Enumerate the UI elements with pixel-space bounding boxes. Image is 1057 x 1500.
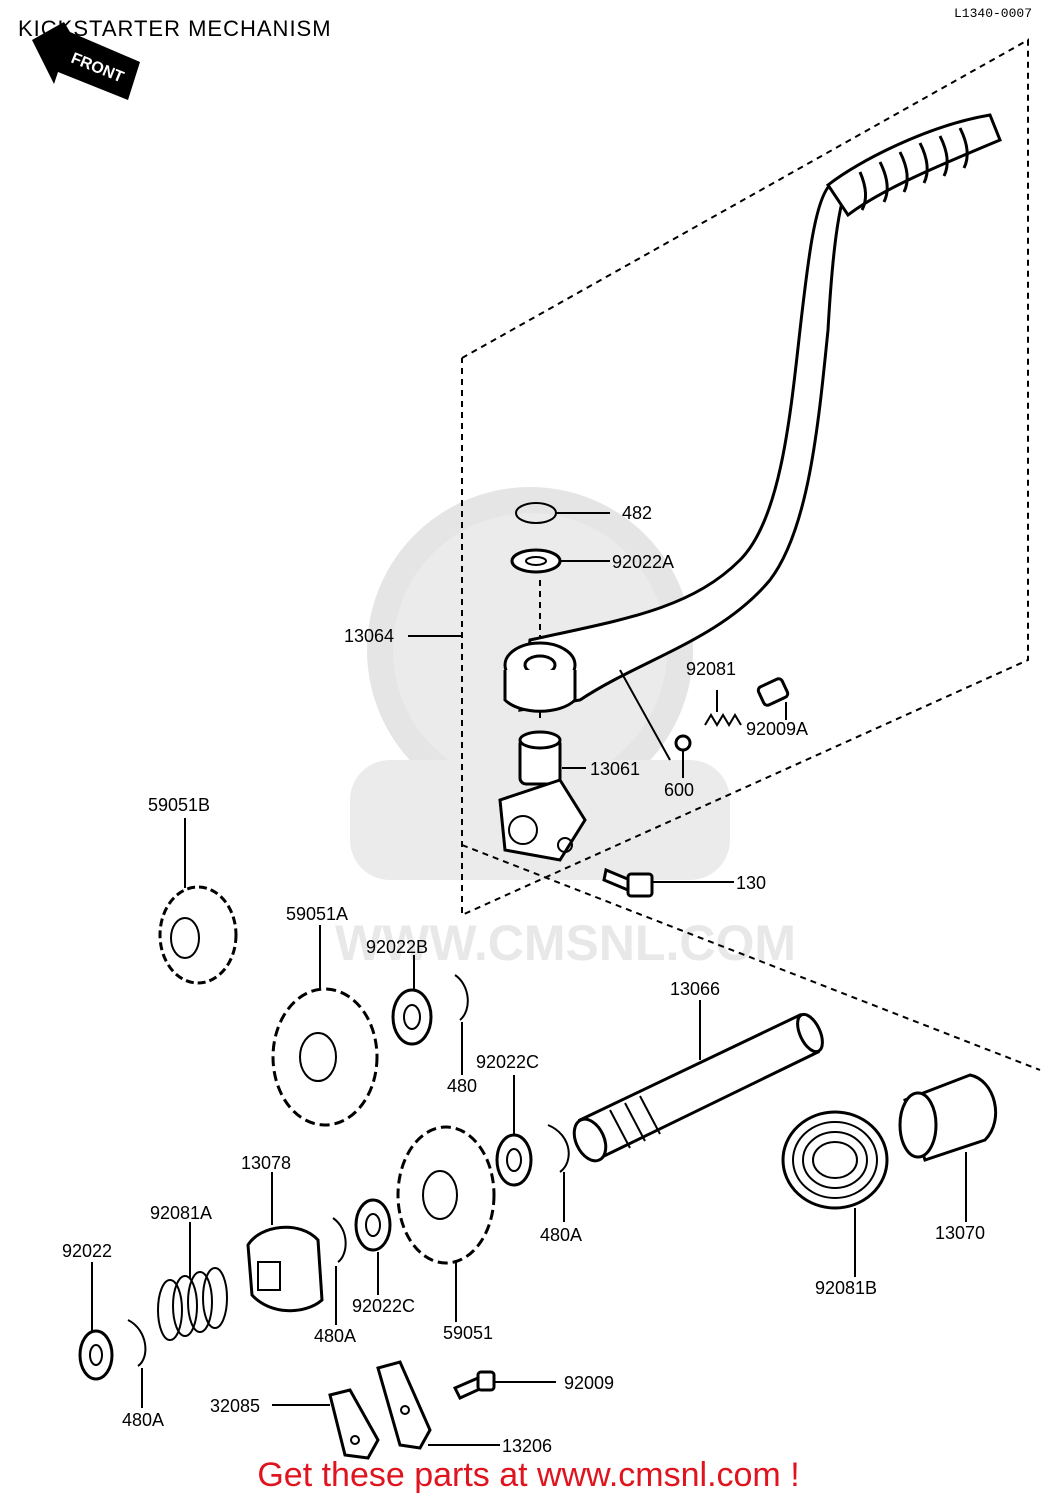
label-13066: 13066	[670, 979, 720, 999]
label-92022: 92022	[62, 1241, 112, 1261]
part-labels: 482 92022A 13064 92081 92009A 13061 600 …	[62, 503, 985, 1456]
label-92022C-upper: 92022C	[476, 1052, 539, 1072]
part-92022C-washer-upper	[495, 1133, 533, 1187]
label-59051B: 59051B	[148, 795, 210, 815]
part-13066-shaft	[572, 1012, 824, 1163]
part-92009A-plug	[756, 677, 790, 707]
part-13206-plate	[376, 1360, 432, 1450]
part-480-circlip	[454, 974, 469, 1021]
part-92009-bolt	[452, 1370, 496, 1400]
label-13206: 13206	[502, 1436, 552, 1456]
label-92081: 92081	[686, 659, 736, 679]
part-92022-washer	[78, 1329, 114, 1381]
assembly-guide-shaft	[461, 844, 1041, 1071]
part-92081A-spring	[157, 1267, 228, 1341]
label-13064: 13064	[344, 626, 394, 646]
label-32085: 32085	[210, 1396, 260, 1416]
label-92081B: 92081B	[815, 1278, 877, 1298]
part-600-ball	[674, 734, 692, 752]
part-92081-spring	[704, 713, 742, 727]
assembly-plane-upper	[461, 38, 1029, 917]
label-130: 130	[736, 873, 766, 893]
part-92022B-washer	[391, 988, 433, 1046]
leader-lines	[91, 512, 967, 1446]
label-480A-lower: 480A	[122, 1410, 164, 1430]
label-13070: 13070	[935, 1223, 985, 1243]
label-480A-upper: 480A	[540, 1225, 582, 1245]
label-92022C-lower: 92022C	[352, 1296, 415, 1316]
part-59051A-gear	[271, 987, 379, 1127]
label-13078: 13078	[241, 1153, 291, 1173]
part-13070-sleeve	[898, 1073, 998, 1162]
diagram-ref-code: L1340-0007	[954, 6, 1033, 21]
part-59051B-gear	[158, 885, 238, 985]
part-480A-circlip-middle	[332, 1217, 347, 1263]
label-92081A: 92081A	[150, 1203, 212, 1223]
label-482: 482	[622, 503, 652, 523]
footer-link-text[interactable]: Get these parts at www.cmsnl.com !	[257, 1456, 800, 1494]
front-arrow-icon: FRONT	[32, 22, 140, 100]
label-600: 600	[664, 780, 694, 800]
kick-lever	[503, 113, 1002, 713]
label-480: 480	[447, 1076, 477, 1096]
guide-line-ball	[619, 669, 671, 761]
label-13061: 13061	[590, 759, 640, 779]
part-92081B-spring	[781, 1110, 889, 1210]
label-480A-middle: 480A	[314, 1326, 356, 1346]
part-130-bolt	[602, 867, 654, 898]
part-92022A-washer	[510, 548, 562, 574]
part-92022C-washer-lower	[354, 1198, 392, 1252]
label-59051: 59051	[443, 1323, 493, 1343]
label-92022B: 92022B	[366, 937, 428, 957]
label-92009A: 92009A	[746, 719, 808, 739]
label-59051A: 59051A	[286, 904, 348, 924]
part-480A-circlip-upper	[547, 1124, 570, 1173]
label-92009: 92009	[564, 1373, 614, 1393]
part-13078-ratchet	[246, 1225, 324, 1313]
watermark-text: WWW.CMSNL.COM	[335, 915, 796, 971]
part-32085-plate	[328, 1388, 380, 1460]
part-59051-gear	[396, 1125, 496, 1265]
part-480A-circlip-lower	[127, 1319, 147, 1367]
label-92022A: 92022A	[612, 552, 674, 572]
part-13061-holder	[498, 730, 587, 862]
